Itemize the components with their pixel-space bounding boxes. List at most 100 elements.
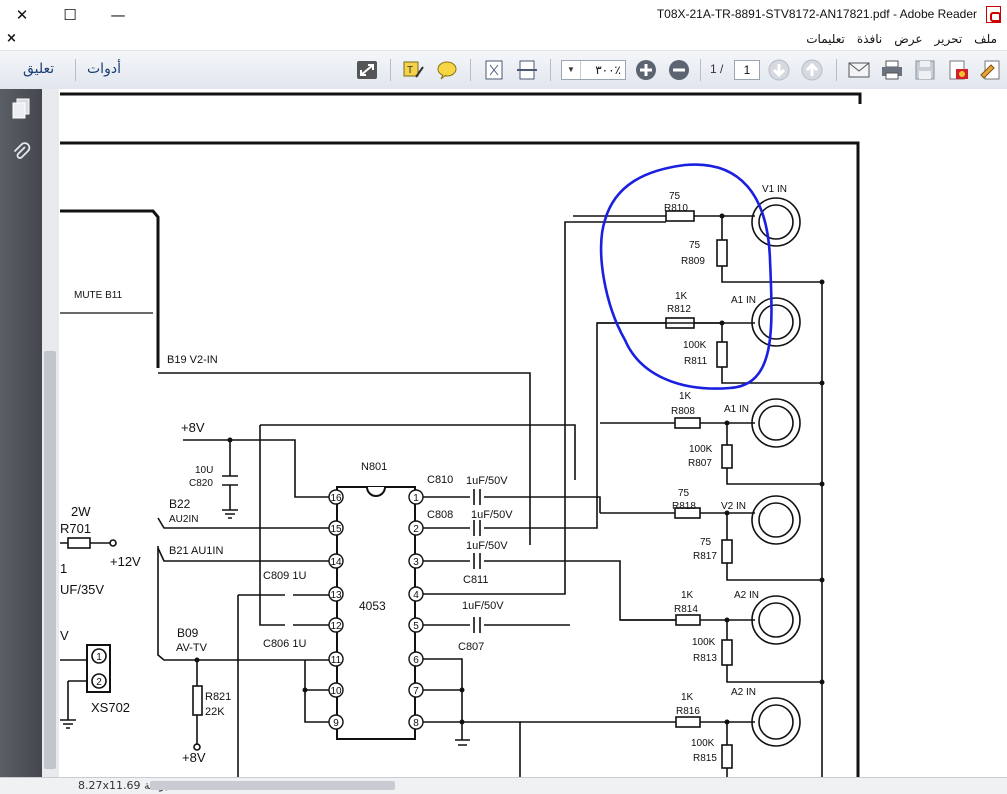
resistor-ref: R808 xyxy=(671,406,695,417)
ic-pin-label: 6 xyxy=(413,655,419,666)
ic-pin-label: 8 xyxy=(413,718,419,729)
plus8v-label: +8V xyxy=(181,420,205,435)
av-tv-label: AV-TV xyxy=(176,642,208,654)
resistor-value: 1K xyxy=(681,590,694,601)
menu-items: ملف تحرير عرض نافذة تعليمات xyxy=(806,32,997,46)
highlight-text-icon[interactable]: T xyxy=(402,59,426,81)
attachments-paperclip-icon[interactable] xyxy=(11,141,31,163)
ic-pin-label: 10 xyxy=(330,686,342,697)
r701-label: R701 xyxy=(60,521,91,536)
plus8v-bottom-label: +8V xyxy=(182,750,206,765)
resistor-value: 1K xyxy=(681,692,694,703)
w2-label: 2W xyxy=(71,504,91,519)
zoom-select[interactable]: ▼ ٣٠٠٪ xyxy=(561,60,626,80)
ic-4053-label: 4053 xyxy=(359,599,386,613)
menu-bar: × ملف تحرير عرض نافذة تعليمات xyxy=(0,30,1007,51)
toolbar-divider xyxy=(470,59,471,81)
schematic-page: 16 15 14 13 12 11 10 9 1 2 3 4 5 6 7 8 1… xyxy=(60,92,862,777)
menu-edit[interactable]: تحرير xyxy=(934,32,963,46)
toolbar-divider xyxy=(700,59,701,81)
document-view[interactable]: 16 15 14 13 12 11 10 9 1 2 3 4 5 6 7 8 1… xyxy=(42,89,1007,777)
ic-pin-label: 2 xyxy=(413,524,419,535)
jack-label: V2 IN xyxy=(721,501,746,512)
page-thumbnails-icon[interactable] xyxy=(11,98,31,120)
connector-pin-label: 2 xyxy=(96,677,102,688)
zoom-value: ٣٠٠٪ xyxy=(595,63,621,77)
ic-pin-label: 13 xyxy=(330,590,342,601)
sign-document-icon[interactable] xyxy=(979,59,1003,81)
r821-label: R821 xyxy=(205,691,231,703)
resistor-ref: R811 xyxy=(684,356,708,367)
zoom-in-icon[interactable] xyxy=(634,59,658,81)
resistor-value: 75 xyxy=(678,488,690,499)
ic-pin-label: 3 xyxy=(413,557,419,568)
c811-label: C811 xyxy=(463,574,488,586)
ic-pin-label: 14 xyxy=(330,557,342,568)
ic-pin-label: 1 xyxy=(413,493,419,504)
ic-pin-label: 5 xyxy=(413,621,419,632)
zoom-out-icon[interactable] xyxy=(667,59,691,81)
resistor-ref: R809 xyxy=(681,256,705,267)
toolbar-divider xyxy=(550,59,551,81)
au2in-label: AU2IN xyxy=(169,514,198,525)
horizontal-scroll-thumb[interactable] xyxy=(150,781,395,790)
resistor-value: 100K xyxy=(683,340,707,351)
email-icon[interactable] xyxy=(847,59,871,81)
minimize-button[interactable]: — xyxy=(110,6,126,24)
jack-label: A1 IN xyxy=(731,295,756,306)
toolbar-divider xyxy=(390,59,391,81)
maximize-button[interactable]: ☐ xyxy=(63,6,77,24)
ic-pin-label: 12 xyxy=(330,621,342,632)
status-bar: 8.27x11.69 بوصة xyxy=(0,777,1007,794)
close-window-button[interactable]: ✕ xyxy=(15,6,29,24)
print-icon[interactable] xyxy=(880,59,904,81)
create-pdf-icon[interactable] xyxy=(946,59,970,81)
resistor-ref: R807 xyxy=(688,458,712,469)
b19-label: B19 V2-IN xyxy=(167,354,218,366)
jack-label: A1 IN xyxy=(724,404,749,415)
page-number-input[interactable]: 1 xyxy=(734,60,760,80)
b21-label: B21 AU1IN xyxy=(169,545,223,557)
vertical-scrollbar[interactable] xyxy=(42,89,59,777)
c820-label: C820 xyxy=(189,478,213,489)
chevron-down-icon[interactable]: ▼ xyxy=(562,61,581,79)
annotation-circle xyxy=(599,163,773,390)
fit-width-icon[interactable] xyxy=(515,59,539,81)
jack-label: A2 IN xyxy=(731,687,756,698)
uf35v-label: UF/35V xyxy=(60,582,104,597)
resistor-ref: R818 xyxy=(672,501,696,512)
save-icon[interactable] xyxy=(913,59,937,81)
comment-pane-button[interactable]: تعليق xyxy=(23,61,55,77)
title-bar: ✕ ☐ — T08X-21A-TR-8891-STV8172-AN17821.p… xyxy=(0,0,1007,30)
menu-file[interactable]: ملف xyxy=(974,32,997,46)
resistor-value: 100K xyxy=(689,444,713,455)
previous-page-icon[interactable] xyxy=(800,59,824,81)
next-page-icon[interactable] xyxy=(767,59,791,81)
tools-pane-button[interactable]: أدوات xyxy=(87,61,121,77)
cap-value-label: 1uF/50V xyxy=(462,600,504,612)
menu-help[interactable]: تعليمات xyxy=(806,32,845,46)
c808-label: C808 xyxy=(427,509,453,521)
comment-bubble-icon[interactable] xyxy=(435,59,459,81)
resistor-ref: R816 xyxy=(676,706,700,717)
n801-label: N801 xyxy=(361,461,387,473)
svg-text:T: T xyxy=(407,65,413,76)
toolbar-divider xyxy=(75,59,76,81)
resistor-value: 1K xyxy=(679,391,692,402)
r821-value: 22K xyxy=(205,706,225,718)
menu-window[interactable]: نافذة xyxy=(856,32,883,46)
resistor-value: 100K xyxy=(692,637,716,648)
resistor-value: 75 xyxy=(700,537,712,548)
cap-value-label: 1uF/50V xyxy=(466,540,508,552)
expand-icon[interactable] xyxy=(355,59,379,81)
close-document-button[interactable]: × xyxy=(6,31,17,46)
c806-label: C806 1U xyxy=(263,638,306,650)
fit-page-icon[interactable] xyxy=(482,59,506,81)
resistor-ref: R815 xyxy=(693,753,717,764)
mute-label: MUTE B11 xyxy=(74,290,123,301)
resistor-value: 75 xyxy=(689,240,701,251)
b22-label: B22 xyxy=(169,497,191,511)
resistor-ref: R817 xyxy=(693,551,717,562)
vertical-scroll-thumb[interactable] xyxy=(44,351,56,769)
menu-view[interactable]: عرض xyxy=(894,32,923,46)
